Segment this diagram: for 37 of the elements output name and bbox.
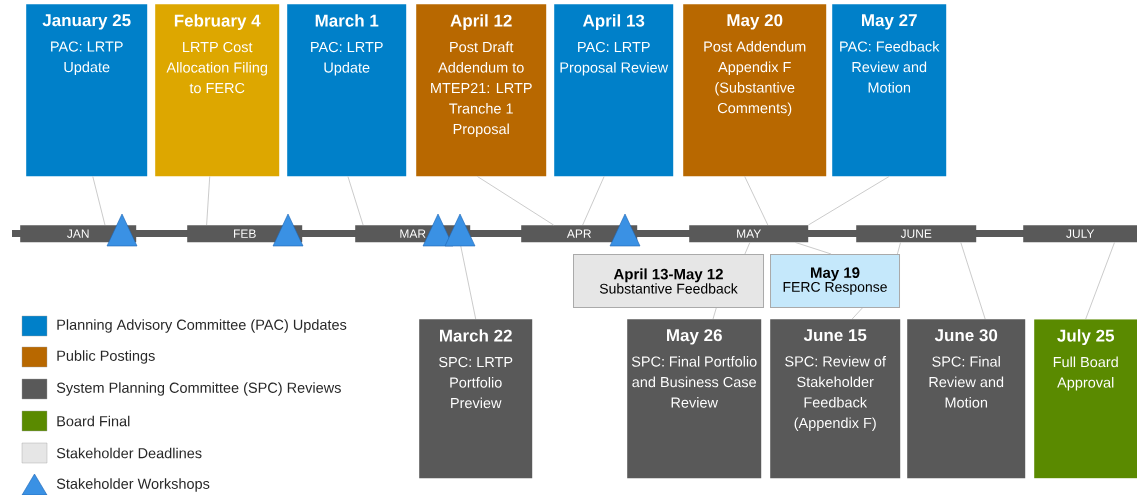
leader-line: [851, 307, 863, 320]
legend-label: Board Final: [57, 415, 130, 427]
leader-line: [206, 176, 211, 226]
leader-line: [794, 242, 832, 255]
legend-label: Stakeholder Workshops: [56, 478, 210, 492]
event-box: July 25 Full Board Approval: [1034, 319, 1137, 479]
leader-line: [744, 176, 769, 226]
legend-label: Planning Advisory Committee (PAC) Updates: [57, 319, 347, 333]
event-box: April 12 Post Draft Addendum to MTEP21: LRTP Tranche 1 Proposal: [416, 4, 547, 177]
leader-line: [897, 242, 901, 255]
event-box: June 15 SPC: Review of Stakeholder Feedback (Appendix F): [770, 319, 901, 479]
leader-line: [808, 176, 890, 226]
month-bar: MAY: [689, 225, 809, 243]
event-box: June 30 SPC: Final Review and Motion: [907, 319, 1026, 479]
event-box: February 4 LRTP Cost Allocation Filing to FERC: [155, 4, 280, 177]
leader-line: [347, 176, 364, 226]
event-box: March 1 PAC: LRTP Update: [287, 4, 407, 177]
legend-label: Public Postings: [57, 350, 155, 364]
leader-line: [92, 176, 106, 226]
legend-label: System Planning Committee (SPC) Reviews: [56, 382, 341, 396]
deadline-box: May 19 FERC Response: [770, 254, 900, 308]
deadline-box: April 13-May 12 Substantive Feedback: [573, 254, 764, 308]
event-box: March 22 SPC: LRTP Portfolio Preview: [419, 319, 533, 479]
month-bar: JULY: [1023, 225, 1137, 243]
event-box: May 20 Post Addendum Appendix F (Substantive Comments): [683, 4, 827, 177]
leader-line: [476, 176, 554, 226]
legend-label: Stakeholder Deadlines: [56, 447, 202, 459]
leader-line: [712, 307, 717, 320]
leader-line: [744, 242, 751, 255]
leader-line: [582, 176, 605, 226]
event-box: May 26 SPC: Final Portfolio and Business Case Review: [627, 319, 762, 479]
month-bar: JUNE: [856, 225, 977, 243]
event-box: January 25 PAC: LRTP Update: [26, 4, 148, 177]
leader-line: [1085, 242, 1115, 320]
leader-line: [960, 242, 986, 320]
event-box: April 13 PAC: LRTP Proposal Review: [554, 4, 674, 177]
event-box: May 27 PAC: Feedback Review and Motion: [832, 4, 947, 177]
